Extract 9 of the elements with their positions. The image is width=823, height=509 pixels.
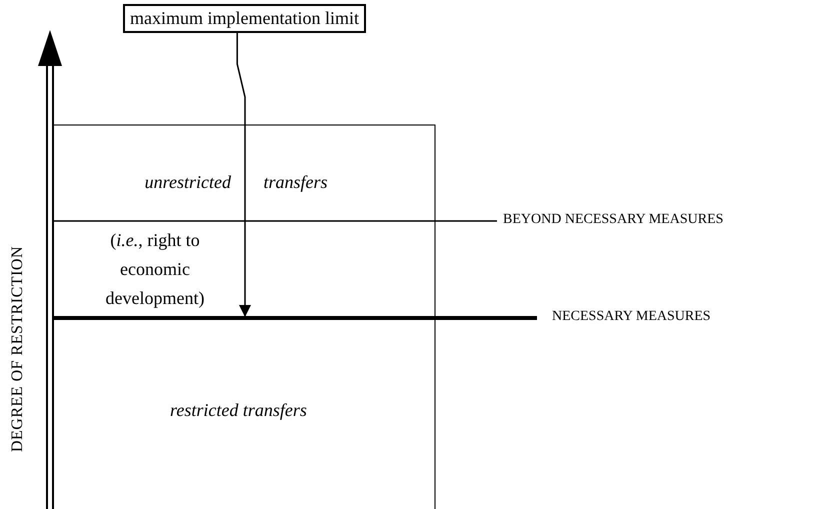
note-text: (i.e., right to economic development) <box>104 229 206 310</box>
axis-title: DEGREE OF RESTRICTION <box>9 244 27 454</box>
necessary-measures-line <box>53 316 537 320</box>
level-label: NECESSARY MEASURES <box>552 309 711 325</box>
callout-box: maximum implementation limit <box>123 4 366 33</box>
level-label: BEYOND NECESSARY MEASURES <box>503 212 724 228</box>
region-label: restricted transfers <box>170 400 307 421</box>
leader-arrow <box>236 33 251 317</box>
region-label: unrestricted transfers <box>144 172 328 193</box>
